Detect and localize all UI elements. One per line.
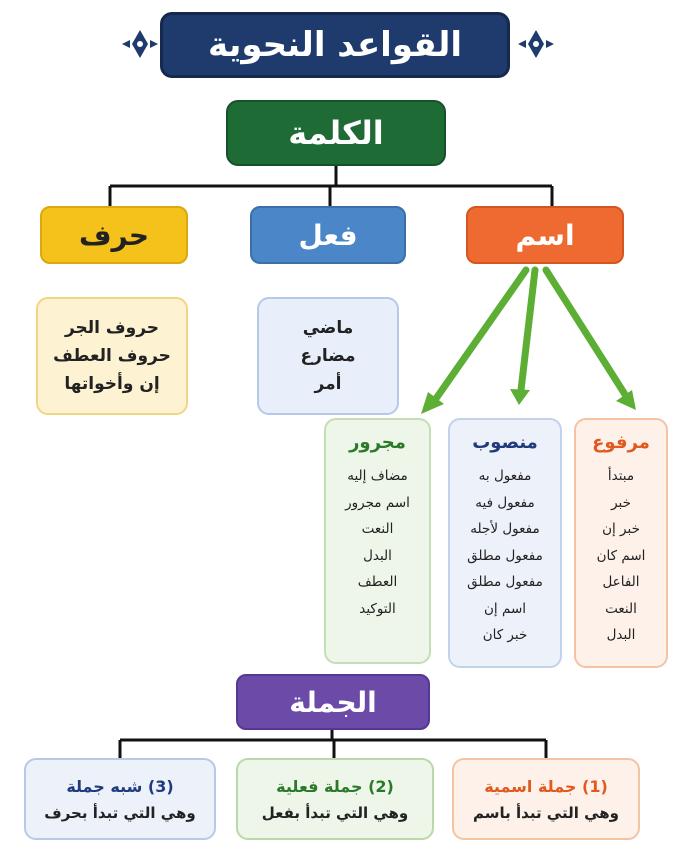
sentence-type-title: (2) جملة فعلية bbox=[276, 776, 394, 796]
word-node: الكلمة bbox=[226, 100, 446, 166]
list-item: حروف الجر bbox=[64, 318, 160, 338]
mansub-case-box: منصوب مفعول به مفعول فيه مفعول لأجله مفع… bbox=[448, 418, 562, 668]
verbal-sentence-box: (2) جملة فعلية وهي التي تبدأ بفعل bbox=[236, 758, 434, 840]
noun-node: اسم bbox=[466, 206, 624, 264]
particle-list: حروف الجر حروف العطف إن وأخواتها bbox=[36, 297, 188, 415]
list-item: النعت bbox=[605, 600, 637, 617]
sentence-type-title: (3) شبه جملة bbox=[66, 776, 174, 796]
semi-sentence-box: (3) شبه جملة وهي التي تبدأ بحرف bbox=[24, 758, 216, 840]
list-item: العطف bbox=[357, 574, 398, 590]
ornament-icon bbox=[518, 30, 554, 58]
marfu-case-box: مرفوع مبتدأ خبر خبر إن اسم كان الفاعل ال… bbox=[574, 418, 668, 668]
particle-label: حرف bbox=[78, 218, 150, 252]
list-item: مبتدأ bbox=[607, 468, 635, 484]
list-item: خبر كان bbox=[482, 627, 528, 643]
list-item: الفاعل bbox=[602, 574, 640, 590]
list-item: اسم مجرور bbox=[345, 494, 410, 511]
case-heading: مرفوع bbox=[592, 432, 650, 453]
list-item: مفعول لأجله bbox=[470, 521, 540, 537]
sentence-label: الجملة bbox=[289, 685, 377, 719]
list-item: خبر bbox=[611, 494, 631, 511]
list-item: مضاف إليه bbox=[347, 468, 408, 484]
majrur-case-box: مجرور مضاف إليه اسم مجرور النعت البدل ال… bbox=[324, 418, 431, 664]
title-text: القواعد النحوية bbox=[207, 25, 463, 65]
list-item: حروف العطف bbox=[53, 346, 171, 366]
arrow-to-majrur bbox=[431, 266, 530, 404]
noun-label: اسم bbox=[515, 218, 575, 252]
sentence-type-title: (1) جملة اسمية bbox=[484, 776, 608, 796]
ornament-icon bbox=[122, 30, 158, 58]
arrow-to-marfu bbox=[542, 266, 630, 400]
list-item: مضارع bbox=[300, 346, 356, 366]
list-item: التوكيد bbox=[359, 600, 396, 617]
particle-node: حرف bbox=[40, 206, 188, 264]
list-item: مفعول فيه bbox=[475, 494, 535, 511]
list-item: مفعول به bbox=[478, 468, 532, 484]
list-item: البدل bbox=[363, 547, 392, 564]
list-item: البدل bbox=[606, 627, 636, 643]
list-item: النعت bbox=[361, 521, 394, 537]
sentence-type-desc: وهي التي تبدأ بفعل bbox=[261, 803, 409, 822]
verb-node: فعل bbox=[250, 206, 406, 264]
verb-list: ماضي مضارع أمر bbox=[257, 297, 399, 415]
list-item: ماضي bbox=[302, 318, 354, 338]
list-item: اسم كان bbox=[596, 547, 646, 564]
list-item: خبر إن bbox=[602, 521, 640, 537]
arrow-to-mansub bbox=[517, 266, 539, 394]
case-heading: مجرور bbox=[349, 432, 406, 453]
sentence-node: الجملة bbox=[236, 674, 430, 730]
list-item: اسم إن bbox=[484, 600, 527, 617]
list-item: مفعول مطلق bbox=[467, 574, 543, 590]
list-item: أمر bbox=[314, 374, 342, 394]
page-title: القواعد النحوية bbox=[160, 12, 510, 78]
verb-label: فعل bbox=[298, 218, 358, 252]
sentence-type-desc: وهي التي تبدأ باسم bbox=[473, 803, 619, 822]
list-item: مفعول مطلق bbox=[467, 547, 543, 564]
list-item: إن وأخواتها bbox=[64, 374, 160, 394]
case-heading: منصوب bbox=[472, 432, 538, 453]
nominal-sentence-box: (1) جملة اسمية وهي التي تبدأ باسم bbox=[452, 758, 640, 840]
word-label: الكلمة bbox=[288, 114, 384, 152]
sentence-type-desc: وهي التي تبدأ بحرف bbox=[44, 803, 196, 822]
